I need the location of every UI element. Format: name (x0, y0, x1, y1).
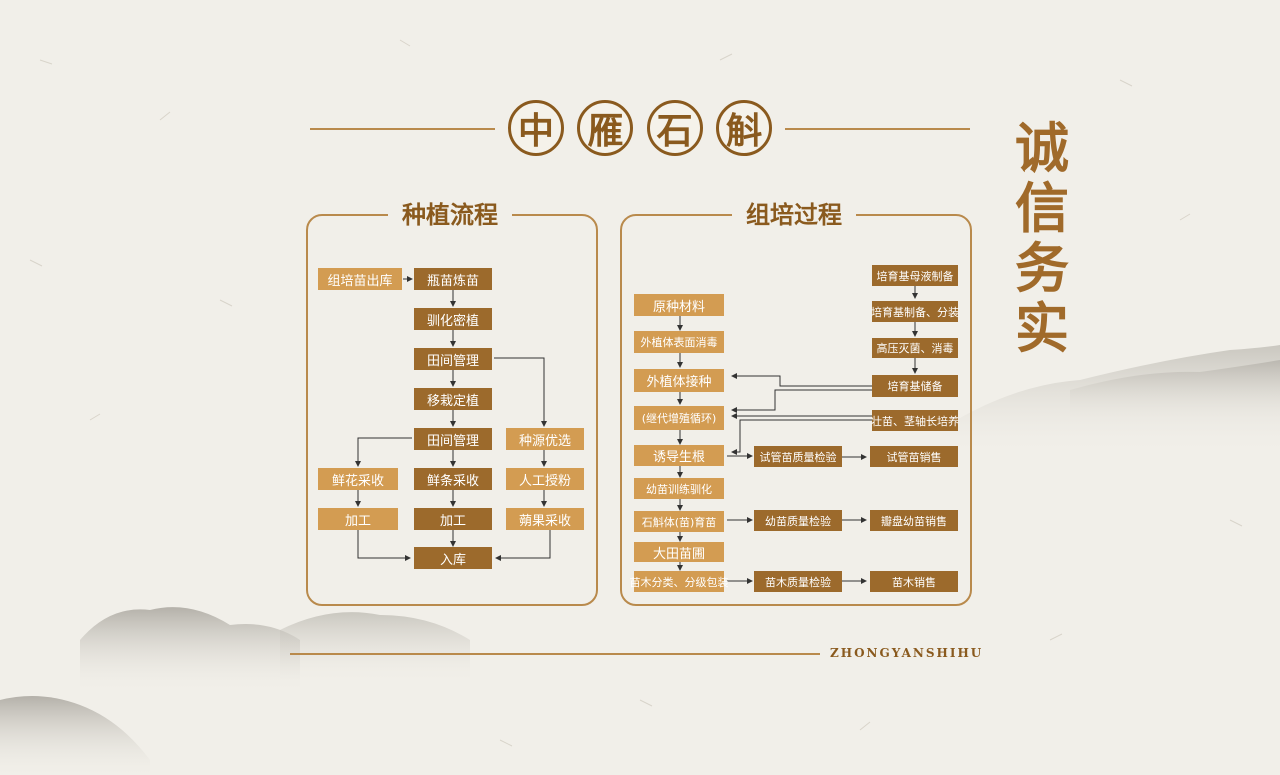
flow-box-plant-quality-check: 苗木质量检验 (754, 571, 842, 592)
flow-box-tube-quality-check: 试管苗质量检验 (754, 446, 842, 467)
slogan-char-1: 诚 (1015, 116, 1069, 180)
footer-rule (290, 653, 820, 655)
flow-box-medium-reserve: 培育基储备 (872, 375, 958, 397)
slogan-char-4: 实 (1015, 296, 1069, 360)
flow-box-seedling-sales: 瓣盘幼苗销售 (870, 510, 958, 531)
brand-char-1: 中 (508, 100, 564, 156)
flow-box-root-induction: 诱导生根 (634, 445, 724, 466)
flow-box-nursery: 石斛体(苗)育苗 (634, 511, 724, 532)
flow-box-transplant: 移栽定植 (414, 388, 492, 410)
flow-box-acclimatize: 驯化密植 (414, 308, 492, 330)
flow-box-field-management-1: 田间管理 (414, 348, 492, 370)
flow-box-capsule-harvest: 蒴果采收 (506, 508, 584, 530)
slogan: 诚 信 务 实 (1012, 118, 1072, 358)
flow-box-strong-seedling: 壮苗、茎轴长培养 (871, 410, 959, 431)
planting-process-title: 种植流程 (388, 196, 512, 234)
flow-box-bottle-hardening: 瓶苗炼苗 (414, 268, 492, 290)
flow-box-tube-sales: 试管苗销售 (870, 446, 958, 467)
slogan-char-2: 信 (1015, 176, 1069, 240)
brand-title-chars: 中 雁 石 斛 (508, 98, 772, 158)
flow-box-pollination: 人工授粉 (506, 468, 584, 490)
brand-char-2: 雁 (577, 100, 634, 156)
brand-title: 中 雁 石 斛 (310, 98, 970, 158)
flow-box-medium-stock: 培育基母液制备 (872, 265, 958, 286)
flow-box-grading-packaging: 苗木分类、分级包装 (630, 571, 729, 592)
flow-box-source-material: 原种材料 (634, 294, 724, 316)
flow-box-medium-prep: 培育基制备、分装 (871, 301, 959, 322)
slogan-char-3: 务 (1015, 236, 1069, 300)
flow-box-seedling-training: 幼苗训练驯化 (634, 478, 724, 499)
tissue-culture-title: 组培过程 (732, 196, 856, 234)
brand-char-3: 石 (646, 100, 703, 156)
flow-box-explant-inoculate: 外植体接种 (634, 369, 724, 392)
flow-box-field-management-2: 田间管理 (414, 428, 492, 450)
title-rule-right (785, 128, 970, 130)
brand-char-4: 斛 (715, 100, 772, 156)
title-rule-left (310, 128, 495, 130)
flow-box-flower-harvest: 鲜花采收 (318, 468, 398, 490)
flow-box-plant-sales: 苗木销售 (870, 571, 958, 592)
flow-box-stem-harvest: 鲜条采收 (414, 468, 492, 490)
flow-box-tissue-seedling-out: 组培苗出库 (318, 268, 402, 290)
flow-box-sterilization: 高压灭菌、消毒 (872, 338, 958, 358)
flow-box-seedling-quality-check: 幼苗质量检验 (754, 510, 842, 531)
flow-box-explant-sterilize: 外植体表面消毒 (634, 331, 724, 353)
flow-box-processing-1: 加工 (318, 508, 398, 530)
footer-brand: ZHONGYANSHIHU (830, 646, 984, 660)
flow-box-storage: 入库 (414, 547, 492, 569)
flow-box-field-nursery: 大田苗圃 (634, 542, 724, 562)
flow-box-seed-selection: 种源优选 (506, 428, 584, 450)
flow-box-processing-2: 加工 (414, 508, 492, 530)
flow-box-subculture-cycle: (继代增殖循环) (634, 406, 724, 430)
